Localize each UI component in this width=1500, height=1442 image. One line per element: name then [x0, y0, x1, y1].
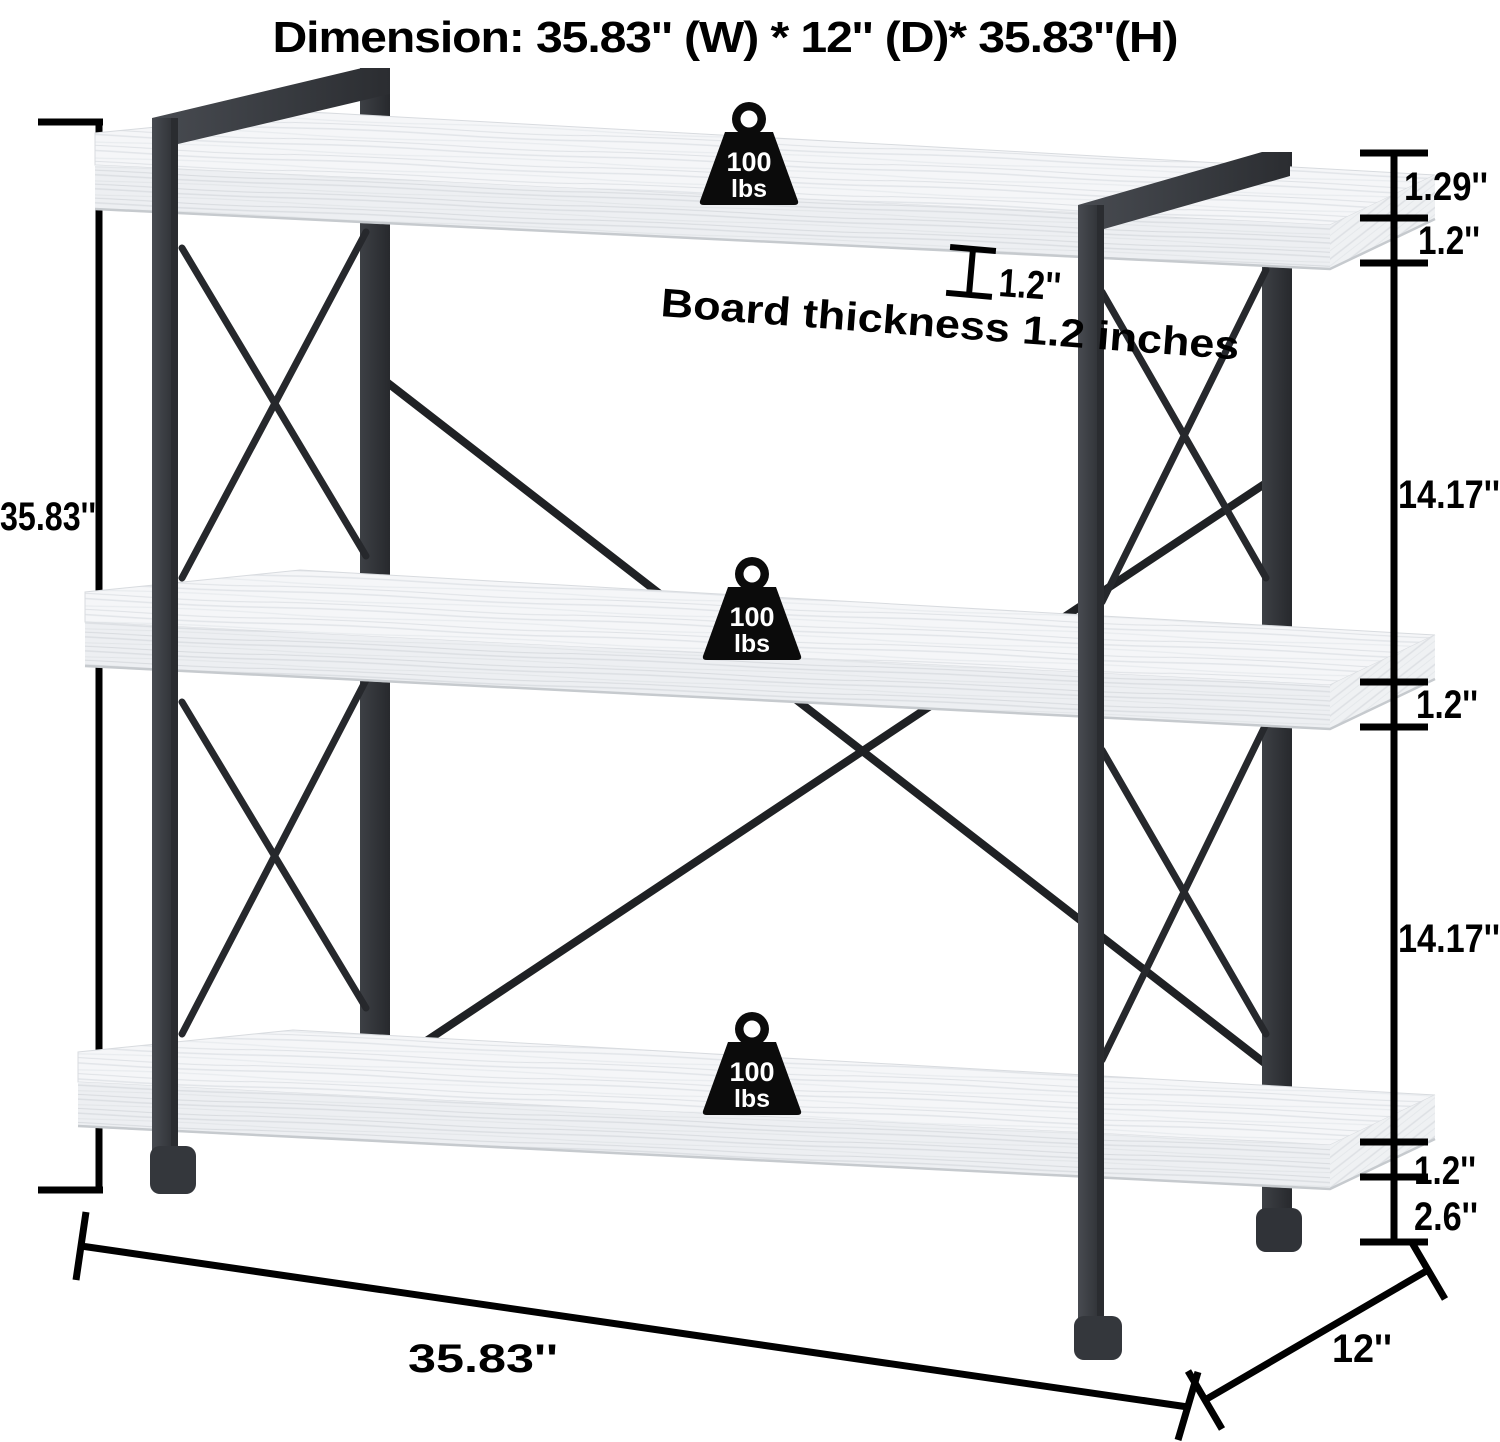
width-dimension-lines — [72, 1211, 1202, 1441]
shelf-end-face — [1330, 175, 1435, 270]
shelf-front-face — [78, 1082, 1330, 1190]
left-upper-x-rod — [178, 228, 370, 582]
side-x-braces — [178, 228, 1270, 1064]
weight-icon-hole — [743, 1020, 761, 1038]
right-upper-x-rod — [1098, 266, 1270, 606]
weight-value: 100 — [729, 602, 774, 632]
rear-right-foot — [1256, 1208, 1302, 1252]
weight-icon-body — [702, 1042, 802, 1115]
overall-height-label: 35.83'' — [0, 495, 96, 539]
width-dimension: 35.83'' — [72, 1211, 1202, 1441]
dim-board-thickness-3: 1.2'' — [1414, 1149, 1476, 1193]
right-top-rail — [1078, 152, 1290, 229]
shelf-bottom-edge — [77, 1124, 1436, 1191]
left-top-rail — [152, 68, 390, 144]
height-dimension-right: 1.29'' 1.2'' 14.17'' 1.2'' 14.17'' 1.2''… — [1360, 149, 1500, 1246]
board-thickness-callout: 1.2'' Board thickness 1.2 inches — [659, 244, 1241, 368]
right-lower-x-rod — [1098, 720, 1270, 1064]
shelf-front-face — [85, 622, 1330, 730]
weight-badge-middle: 100 lbs — [702, 557, 802, 660]
weight-icon-hole — [740, 110, 758, 128]
dim-board-thickness-2: 1.2'' — [1416, 683, 1478, 727]
dim-board-thickness-1: 1.2'' — [1418, 219, 1480, 263]
back-brace-rod — [371, 369, 1284, 1079]
weight-value: 100 — [729, 1057, 774, 1087]
weight-value: 100 — [726, 147, 771, 177]
page-title: Dimension: 35.83'' (W) * 12'' (D)* 35.83… — [273, 13, 1178, 62]
shelf-front-face — [95, 165, 1330, 270]
weight-icon-body — [702, 587, 802, 660]
left-side-frame — [150, 68, 390, 1194]
weight-icon-hole — [743, 565, 761, 583]
front-right-foot — [1074, 1316, 1122, 1360]
overall-depth-label: 12'' — [1332, 1327, 1392, 1371]
left-lower-x-rod — [178, 676, 370, 1038]
dim-foot-height: 2.6'' — [1414, 1195, 1478, 1239]
front-left-foot — [150, 1146, 196, 1194]
dim-tier-height-2: 14.17'' — [1398, 917, 1500, 961]
right-dimension-lines — [1360, 149, 1428, 1246]
weight-unit: lbs — [734, 1085, 770, 1113]
right-side-frame — [1074, 152, 1290, 1360]
depth-dimension: 12'' — [1184, 1239, 1449, 1431]
back-brace-rod — [371, 469, 1285, 1079]
thickness-symbol-icon — [945, 244, 997, 300]
weight-badge-bottom: 100 lbs — [702, 1012, 802, 1115]
weight-unit: lbs — [734, 630, 770, 658]
weight-badge-top: 100 lbs — [699, 102, 799, 205]
thickness-value-label: 1.2'' — [997, 261, 1062, 309]
shelf-bottom-edge — [94, 207, 1436, 271]
shelf-bottom-edge — [84, 664, 1436, 731]
weight-icon-body — [699, 132, 799, 205]
depth-dimension-lines — [1184, 1239, 1449, 1431]
dim-top-frame-gap: 1.29'' — [1404, 165, 1488, 209]
weight-unit: lbs — [731, 175, 767, 203]
front-left-post-shade — [171, 118, 178, 1150]
height-dimension-left: 35.83'' — [0, 118, 103, 1194]
overall-width-label: 35.83'' — [408, 1337, 558, 1381]
dim-tier-height-1: 14.17'' — [1398, 473, 1500, 517]
front-right-post-shade — [1097, 205, 1104, 1322]
